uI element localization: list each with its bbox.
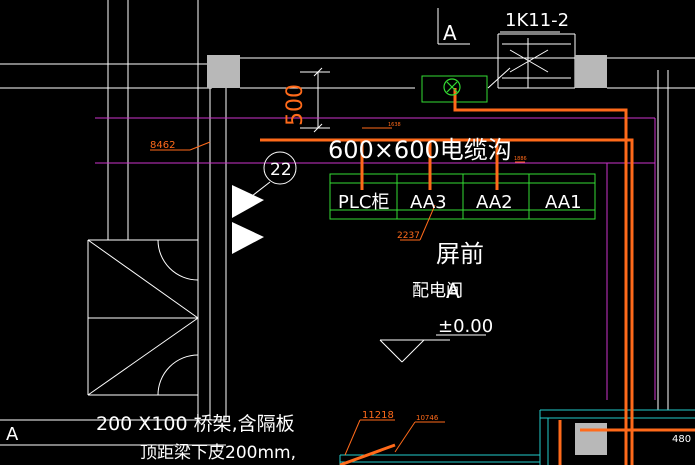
column-top-right <box>575 55 607 88</box>
cable-trench-label: 600×600电缆沟 <box>328 136 512 164</box>
leader-8462: 8462 <box>150 140 175 151</box>
tray-note: 顶距梁下皮200mm, <box>140 443 296 463</box>
screen-front-label: 屏前 <box>436 240 484 268</box>
wall-markers <box>232 185 264 254</box>
cable-trench-edges <box>95 117 656 400</box>
left-edge-marker: A <box>6 424 19 445</box>
leader-2237: 2237 <box>397 231 420 241</box>
columns <box>207 55 607 455</box>
column-top-left <box>207 55 240 88</box>
panel-label-plc: PLC柜 <box>338 192 389 213</box>
leader-lines <box>150 127 525 456</box>
dimension-500: 500 <box>283 84 308 126</box>
fan-unit-tag: 1K11-2 <box>505 10 569 31</box>
leader-480: 480 <box>672 434 691 445</box>
column-bottom-right <box>575 423 607 455</box>
leader-small-top: 1638 <box>388 122 401 128</box>
panel-row <box>329 75 596 220</box>
wall-linework <box>0 0 695 446</box>
elevation-label: ±0.00 <box>438 316 493 337</box>
panel-label-aa2: AA2 <box>476 192 513 213</box>
fan-coil-symbol <box>443 78 461 96</box>
leader-small-right: 1886 <box>514 156 527 162</box>
panel-label-aa3: AA3 <box>410 192 447 213</box>
grid-bubble-number: 22 <box>270 160 292 180</box>
cable-routes <box>260 88 695 465</box>
room-label: 配电间 <box>412 281 463 301</box>
grid-bubble <box>263 151 297 185</box>
cable-tray-outline <box>339 409 695 465</box>
room-label-suffix: A <box>446 279 460 303</box>
panel-label-aa1: AA1 <box>545 192 582 213</box>
tray-label: 200 X100 桥架,含隔板 <box>96 413 295 435</box>
section-marker: A <box>443 21 457 45</box>
leader-10746: 10746 <box>416 414 439 422</box>
annotations: A 1K11-2 500 600×600电缆沟 22 PLC柜 AA3 AA2 … <box>6 10 691 463</box>
leader-11218: 11218 <box>362 410 394 421</box>
